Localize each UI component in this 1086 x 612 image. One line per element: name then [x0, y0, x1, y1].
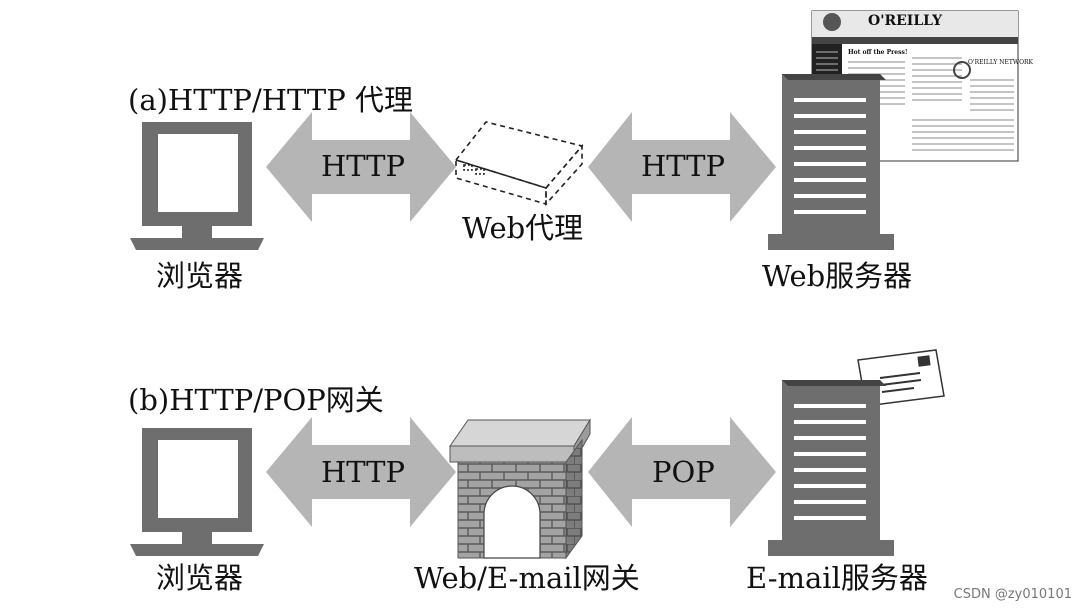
row-b-client-label: 浏览器 — [156, 561, 244, 595]
row-b-middle-label: Web/E-mail网关 — [414, 561, 640, 595]
row-a-client-label: 浏览器 — [156, 259, 244, 293]
http-arrow-a-right — [588, 112, 776, 222]
email-server-tower-icon — [768, 380, 894, 556]
row-b-left-arrow-label: HTTP — [321, 455, 406, 489]
web-server-tower-icon — [768, 74, 894, 250]
row-a-right-arrow-label: HTTP — [641, 149, 726, 183]
row-b-right-arrow-label: POP — [652, 455, 715, 489]
browser-computer-icon-b — [130, 428, 264, 556]
row-a-title: (a)HTTP/HTTP 代理 — [128, 83, 413, 117]
webpage-network: O'REILLY NETWORK — [968, 59, 1034, 66]
row-b-server-label: E-mail服务器 — [746, 561, 928, 595]
row-b-title: (b)HTTP/POP网关 — [128, 383, 384, 417]
csdn-watermark: CSDN @zy010101 — [953, 587, 1072, 602]
pop-arrow-b-right — [588, 417, 776, 527]
http-arrow-b-left — [266, 417, 456, 527]
browser-computer-icon — [130, 122, 264, 250]
webpage-brand: O'REILLY — [868, 13, 943, 29]
webpage-headline: Hot off the Press! — [848, 49, 908, 56]
gateway-arch-icon — [449, 418, 591, 560]
web-proxy-box-icon — [454, 121, 584, 207]
row-a-server-label: Web服务器 — [762, 259, 913, 293]
http-arrow-a-left — [266, 112, 456, 222]
row-a-middle-label: Web代理 — [462, 211, 584, 245]
row-a-left-arrow-label: HTTP — [321, 149, 406, 183]
